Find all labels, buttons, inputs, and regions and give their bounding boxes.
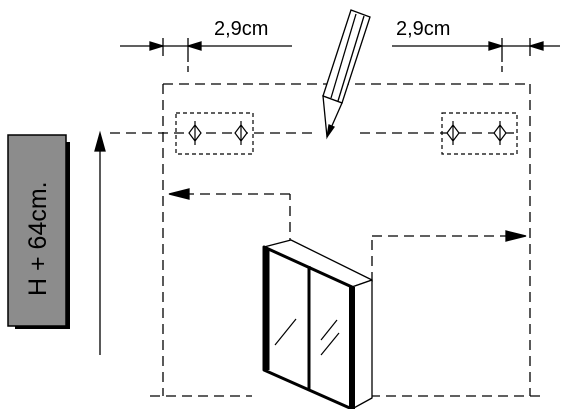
left-placement-arrow <box>168 188 291 248</box>
arrowhead <box>488 41 505 51</box>
mirror-cabinet-icon <box>262 239 373 409</box>
right-placement-arrow <box>371 230 527 282</box>
right-offset-label: 2,9cm <box>396 18 450 40</box>
arrowhead <box>185 41 202 51</box>
mirror-reflection <box>320 319 338 341</box>
arrowhead <box>149 41 166 51</box>
left-mounting-bracket <box>175 112 254 155</box>
arrowhead <box>527 41 544 51</box>
height-dimension <box>94 130 106 355</box>
mirror-reflection <box>320 332 340 356</box>
left-offset-label: 2,9cm <box>214 18 268 40</box>
pencil-icon <box>322 9 371 140</box>
mount-height-label: H + 64cm. <box>24 181 52 296</box>
height-label-box: H + 64cm. <box>7 134 70 329</box>
mirror-reflection <box>274 318 297 346</box>
right-mounting-bracket <box>441 112 518 155</box>
right-offset-dimension <box>392 38 560 74</box>
arrowhead <box>94 130 106 152</box>
left-offset-dimension <box>120 38 292 74</box>
